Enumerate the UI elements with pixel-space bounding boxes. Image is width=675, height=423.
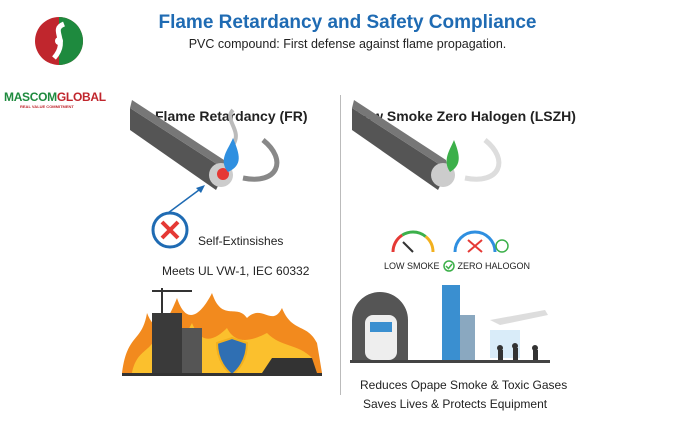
- lszh-heading: Low Smoke Zero Halogen (LSZH): [355, 108, 576, 124]
- logo-wordmark: MASCOMGLOBAL: [4, 90, 106, 104]
- arrow-icon: [167, 185, 205, 214]
- self-extinguishes-label: Self-Extinsishes: [198, 234, 284, 248]
- page-subtitle: PVC compound: First defense against flam…: [188, 37, 507, 51]
- column-divider: [340, 95, 341, 395]
- page-title: Flame Retardancy and Safety Compliance: [158, 12, 537, 33]
- logo-icon: [35, 17, 83, 65]
- x-circle-icon: [151, 211, 189, 249]
- check-circle-icon: [442, 260, 455, 272]
- low-smoke-gauge-icon: [391, 230, 435, 253]
- standards-label: Meets UL VW-1, IEC 60332: [162, 264, 310, 278]
- benefit-line-1: Reduces Opape Smoke & Toxic Gases: [360, 378, 568, 392]
- gauge-labels: LOW SMOKE ZERO HALOGON: [384, 260, 530, 272]
- lszh-cable-illustration: [352, 100, 502, 190]
- zero-halogen-label: ZERO HALOGON: [457, 261, 531, 271]
- infrastructure-illustration: [350, 285, 550, 363]
- fire-building-illustration: [122, 288, 322, 377]
- zero-halogen-gauge-icon: [453, 230, 509, 253]
- benefit-line-2: Saves Lives & Protects Equipment: [363, 397, 548, 411]
- fr-cable-illustration: [130, 100, 280, 190]
- low-smoke-label: LOW SMOKE: [384, 261, 440, 271]
- logo-tagline: REAL VALUE COMMITMENT: [20, 104, 74, 109]
